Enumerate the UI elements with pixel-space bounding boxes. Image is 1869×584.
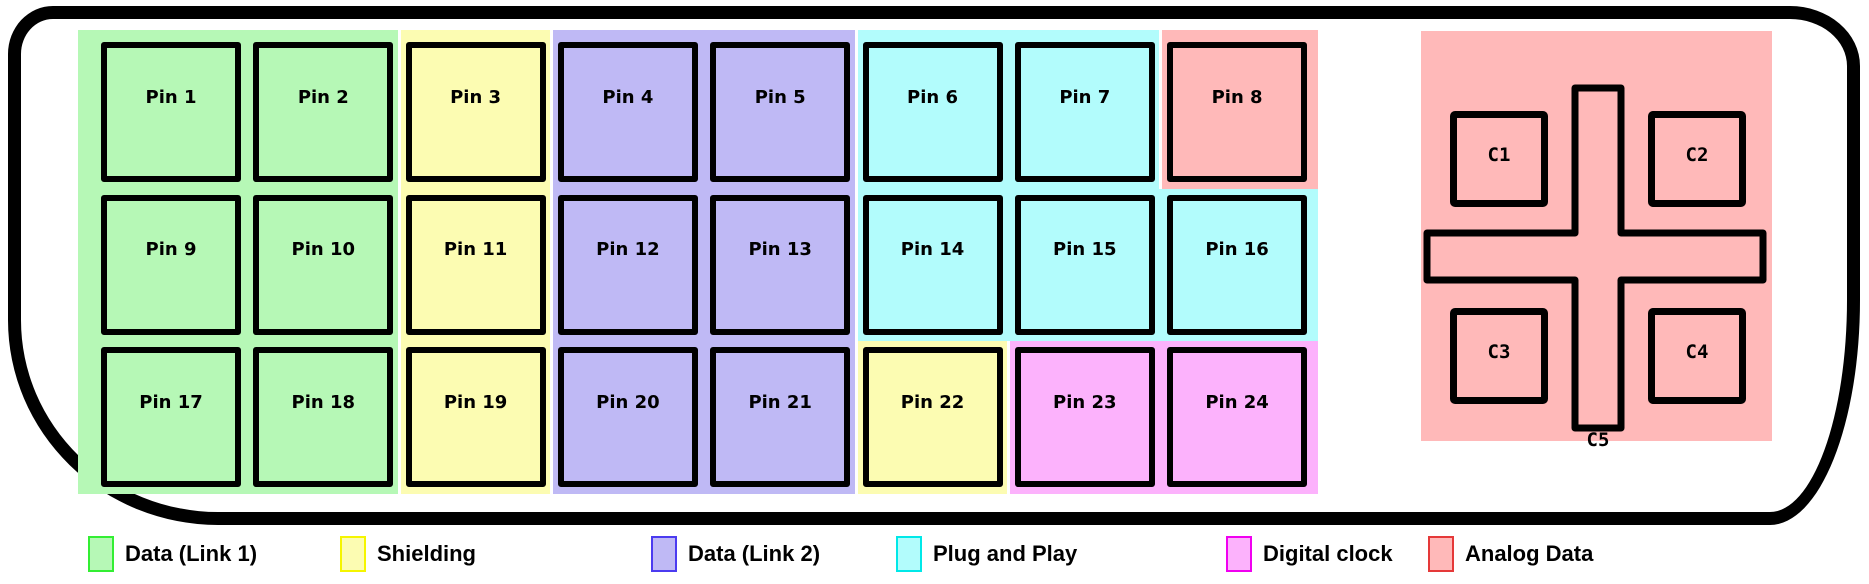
contact-label: C4 [1685, 341, 1709, 363]
legend-swatch-analog [1428, 536, 1454, 572]
legend-label-link1: Data (Link 1) [125, 541, 258, 566]
legend-item-analog: Analog Data [1428, 535, 1593, 573]
legend-label-analog: Analog Data [1465, 541, 1594, 566]
pin-square-24: Pin 24 [1167, 347, 1308, 487]
legend-swatch-clock [1226, 536, 1252, 572]
contact-square-c4: C4 [1648, 308, 1746, 404]
legend-swatch-shield [340, 536, 366, 572]
legend-item-link1: Data (Link 1) [88, 535, 257, 573]
legend-swatch-link2 [651, 536, 677, 572]
legend-item-pnp: Plug and Play [896, 535, 1077, 573]
pin-square-18: Pin 18 [253, 347, 394, 487]
legend-item-link2: Data (Link 2) [651, 535, 820, 573]
pin-square-10: Pin 10 [253, 194, 394, 335]
legend-label-link2: Data (Link 2) [688, 541, 821, 566]
contact-square-c2: C2 [1648, 111, 1746, 207]
pin-square-8: Pin 8 [1167, 42, 1308, 182]
connector-shell-outline [8, 6, 1860, 525]
legend-swatch-pnp [896, 536, 922, 572]
legend-item-clock: Digital clock [1226, 535, 1393, 573]
legend-label-pnp: Plug and Play [933, 541, 1078, 566]
contact-label-c5: C5 [1586, 429, 1610, 451]
analog-blade-cross [1423, 84, 1767, 432]
legend-item-shield: Shielding [340, 535, 476, 573]
legend-label-clock: Digital clock [1263, 541, 1393, 566]
cross-outline-shape [1423, 84, 1767, 432]
contact-label: C1 [1487, 144, 1511, 166]
legend-swatch-link1 [88, 536, 114, 572]
pin-square-9: Pin 9 [101, 194, 241, 335]
contact-square-c1: C1 [1450, 111, 1548, 207]
pin-square-7: Pin 7 [1014, 42, 1155, 182]
contact-label: C2 [1685, 144, 1709, 166]
pin-square-3: Pin 3 [405, 42, 546, 182]
contact-label: C3 [1487, 341, 1511, 363]
contact-square-c3: C3 [1450, 308, 1548, 404]
pin-square-11: Pin 11 [405, 194, 546, 335]
pin-square-13: Pin 13 [710, 194, 851, 335]
pin-square-5: Pin 5 [710, 42, 851, 182]
legend-label-shield: Shielding [377, 541, 476, 566]
pin-square-1: Pin 1 [101, 42, 241, 182]
pin-square-17: Pin 17 [101, 347, 241, 487]
